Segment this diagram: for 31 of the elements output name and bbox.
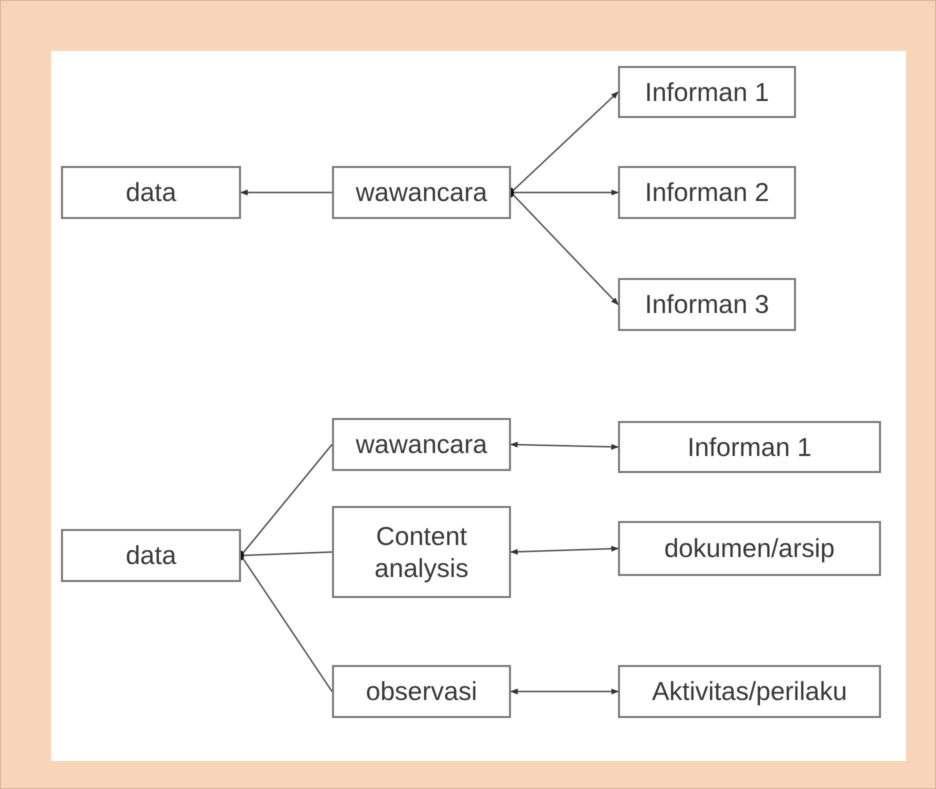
box-label: dokumen/arsip (664, 532, 835, 565)
box-label: Informan 2 (644, 176, 770, 209)
connector-line (511, 190, 619, 196)
process-box (61, 166, 241, 219)
connector-line (240, 190, 332, 196)
process-box (61, 529, 241, 582)
box-label: data (126, 176, 176, 209)
process-box (618, 421, 881, 473)
process-box (332, 166, 511, 219)
box-label: Content analysis (374, 520, 470, 584)
connector-line (510, 192, 619, 306)
connector-line (510, 442, 619, 450)
box-label: observasi (366, 675, 478, 708)
connector-line (510, 688, 619, 694)
connector-line (240, 444, 333, 556)
box-label: Informan 1 (644, 76, 770, 108)
box-label: data (126, 539, 176, 572)
box-label: wawancara (356, 176, 488, 209)
process-box (618, 278, 796, 331)
box-label: Aktivitas/perilaku (652, 675, 848, 708)
box-label: Informan 3 (644, 288, 770, 321)
connector-line (510, 546, 619, 555)
process-box (618, 66, 796, 118)
process-box (618, 166, 796, 219)
process-box (618, 521, 881, 576)
process-box (332, 506, 511, 598)
box-label: wawancara (356, 428, 488, 461)
box-label: Informan 1 (687, 430, 812, 464)
process-box (332, 665, 511, 718)
process-box (332, 418, 511, 471)
process-box (618, 665, 881, 718)
